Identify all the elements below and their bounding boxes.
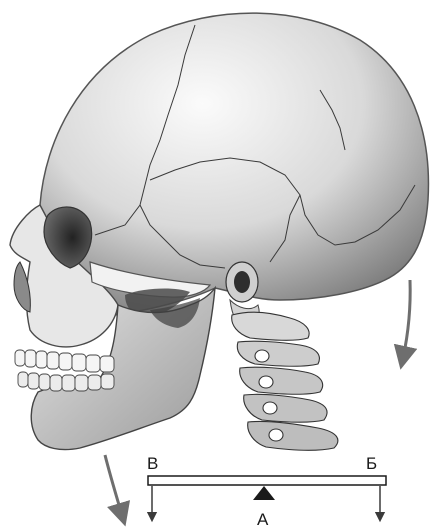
lever-beam bbox=[148, 476, 386, 485]
cervical-spine bbox=[232, 312, 338, 450]
skull bbox=[10, 13, 428, 449]
occipital-force-arrow bbox=[403, 280, 410, 358]
lever-scheme: В Б А bbox=[147, 454, 386, 529]
nasal-cavity bbox=[14, 262, 30, 312]
fulcrum-triangle bbox=[253, 486, 275, 500]
lower-teeth bbox=[18, 372, 114, 391]
ear-canal bbox=[226, 262, 258, 302]
label-fulcrum: А bbox=[257, 510, 269, 529]
label-right-end: Б bbox=[366, 454, 377, 473]
upper-teeth bbox=[15, 350, 114, 372]
label-left-end: В bbox=[147, 454, 158, 473]
jaw-force-arrow bbox=[105, 455, 122, 515]
